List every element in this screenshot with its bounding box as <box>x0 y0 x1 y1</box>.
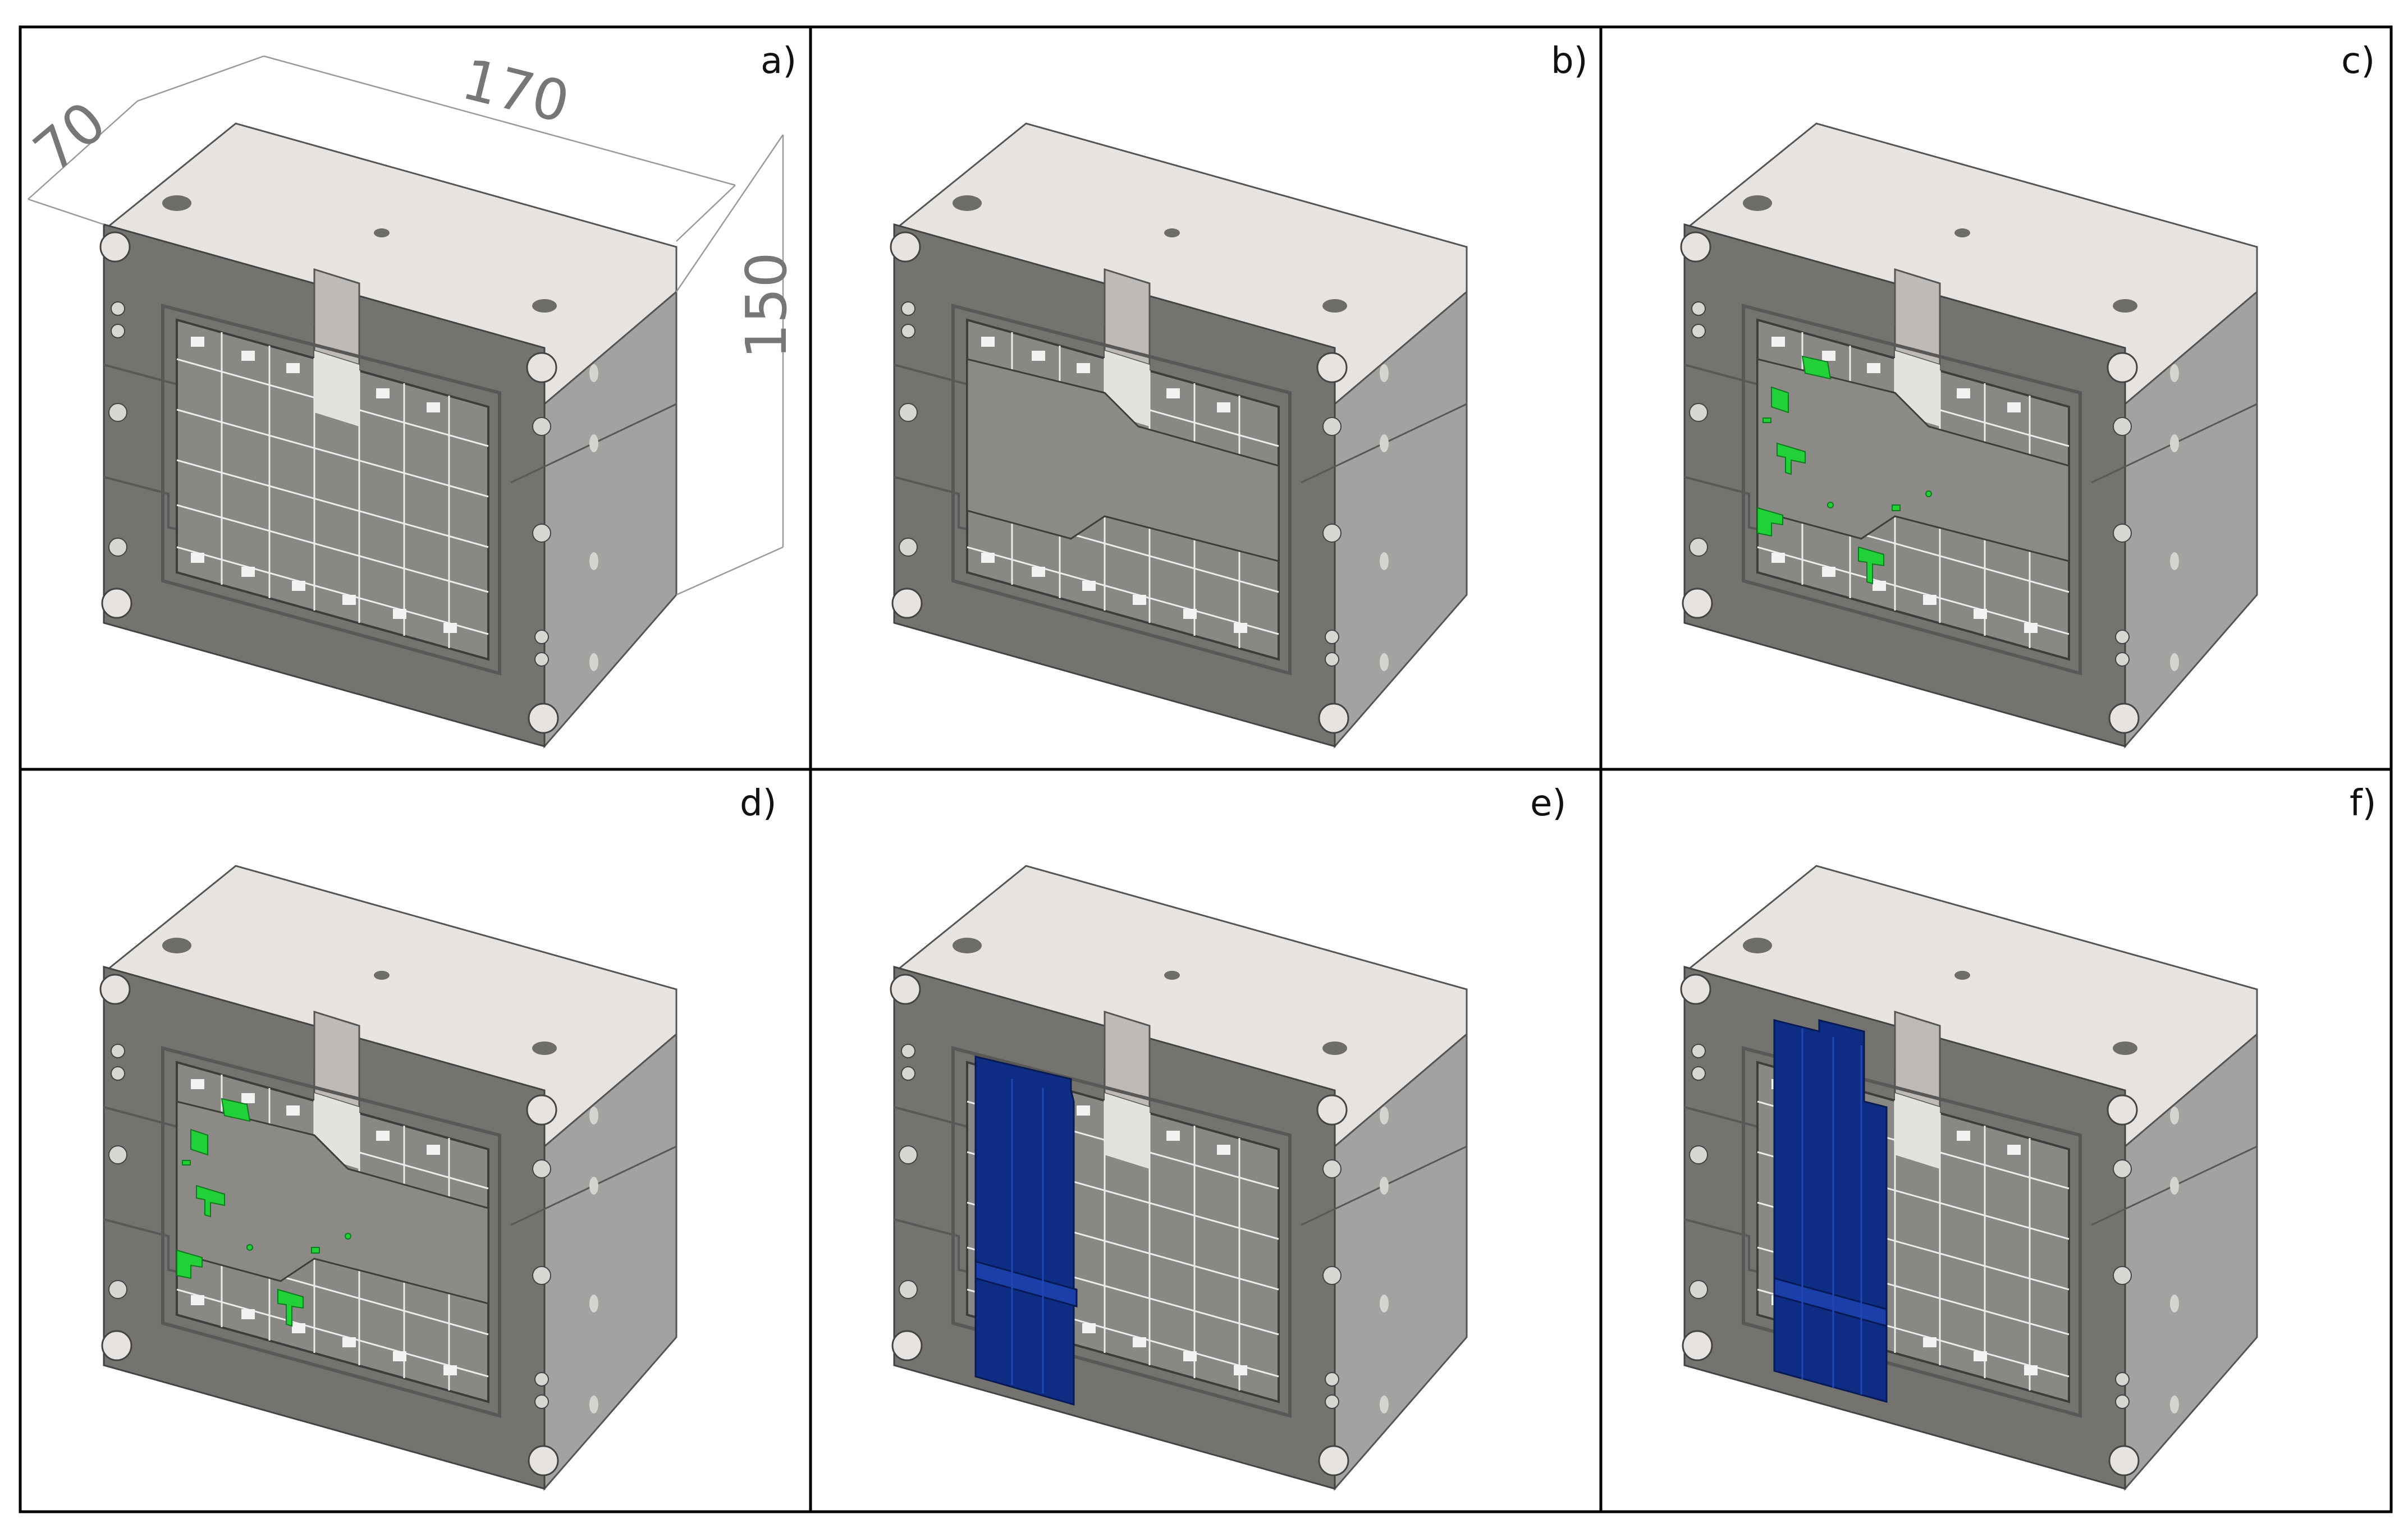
dimension-width: 170 <box>456 46 576 136</box>
panel-label-c: c) <box>2341 40 2375 82</box>
panel-label-a: a) <box>761 40 796 82</box>
panel-e: e) <box>891 783 1566 1489</box>
panel-c: c) <box>1681 40 2375 746</box>
panel-grid <box>19 25 2393 1513</box>
dimension-depth: 70 <box>21 89 118 185</box>
blue-fill-partial <box>974 1056 1078 1406</box>
panel-b: b) <box>891 40 1588 746</box>
panel-label-b: b) <box>1551 40 1588 82</box>
panel-label-f: f) <box>2350 783 2377 824</box>
panel-label-e: e) <box>1530 783 1566 824</box>
panel-d: d) <box>100 783 777 1489</box>
panel-a: a) 170 70 150 <box>21 40 799 746</box>
panel-label-d: d) <box>740 783 777 824</box>
panel-f: f) <box>1681 783 2377 1489</box>
dimension-height: 150 <box>734 252 799 359</box>
